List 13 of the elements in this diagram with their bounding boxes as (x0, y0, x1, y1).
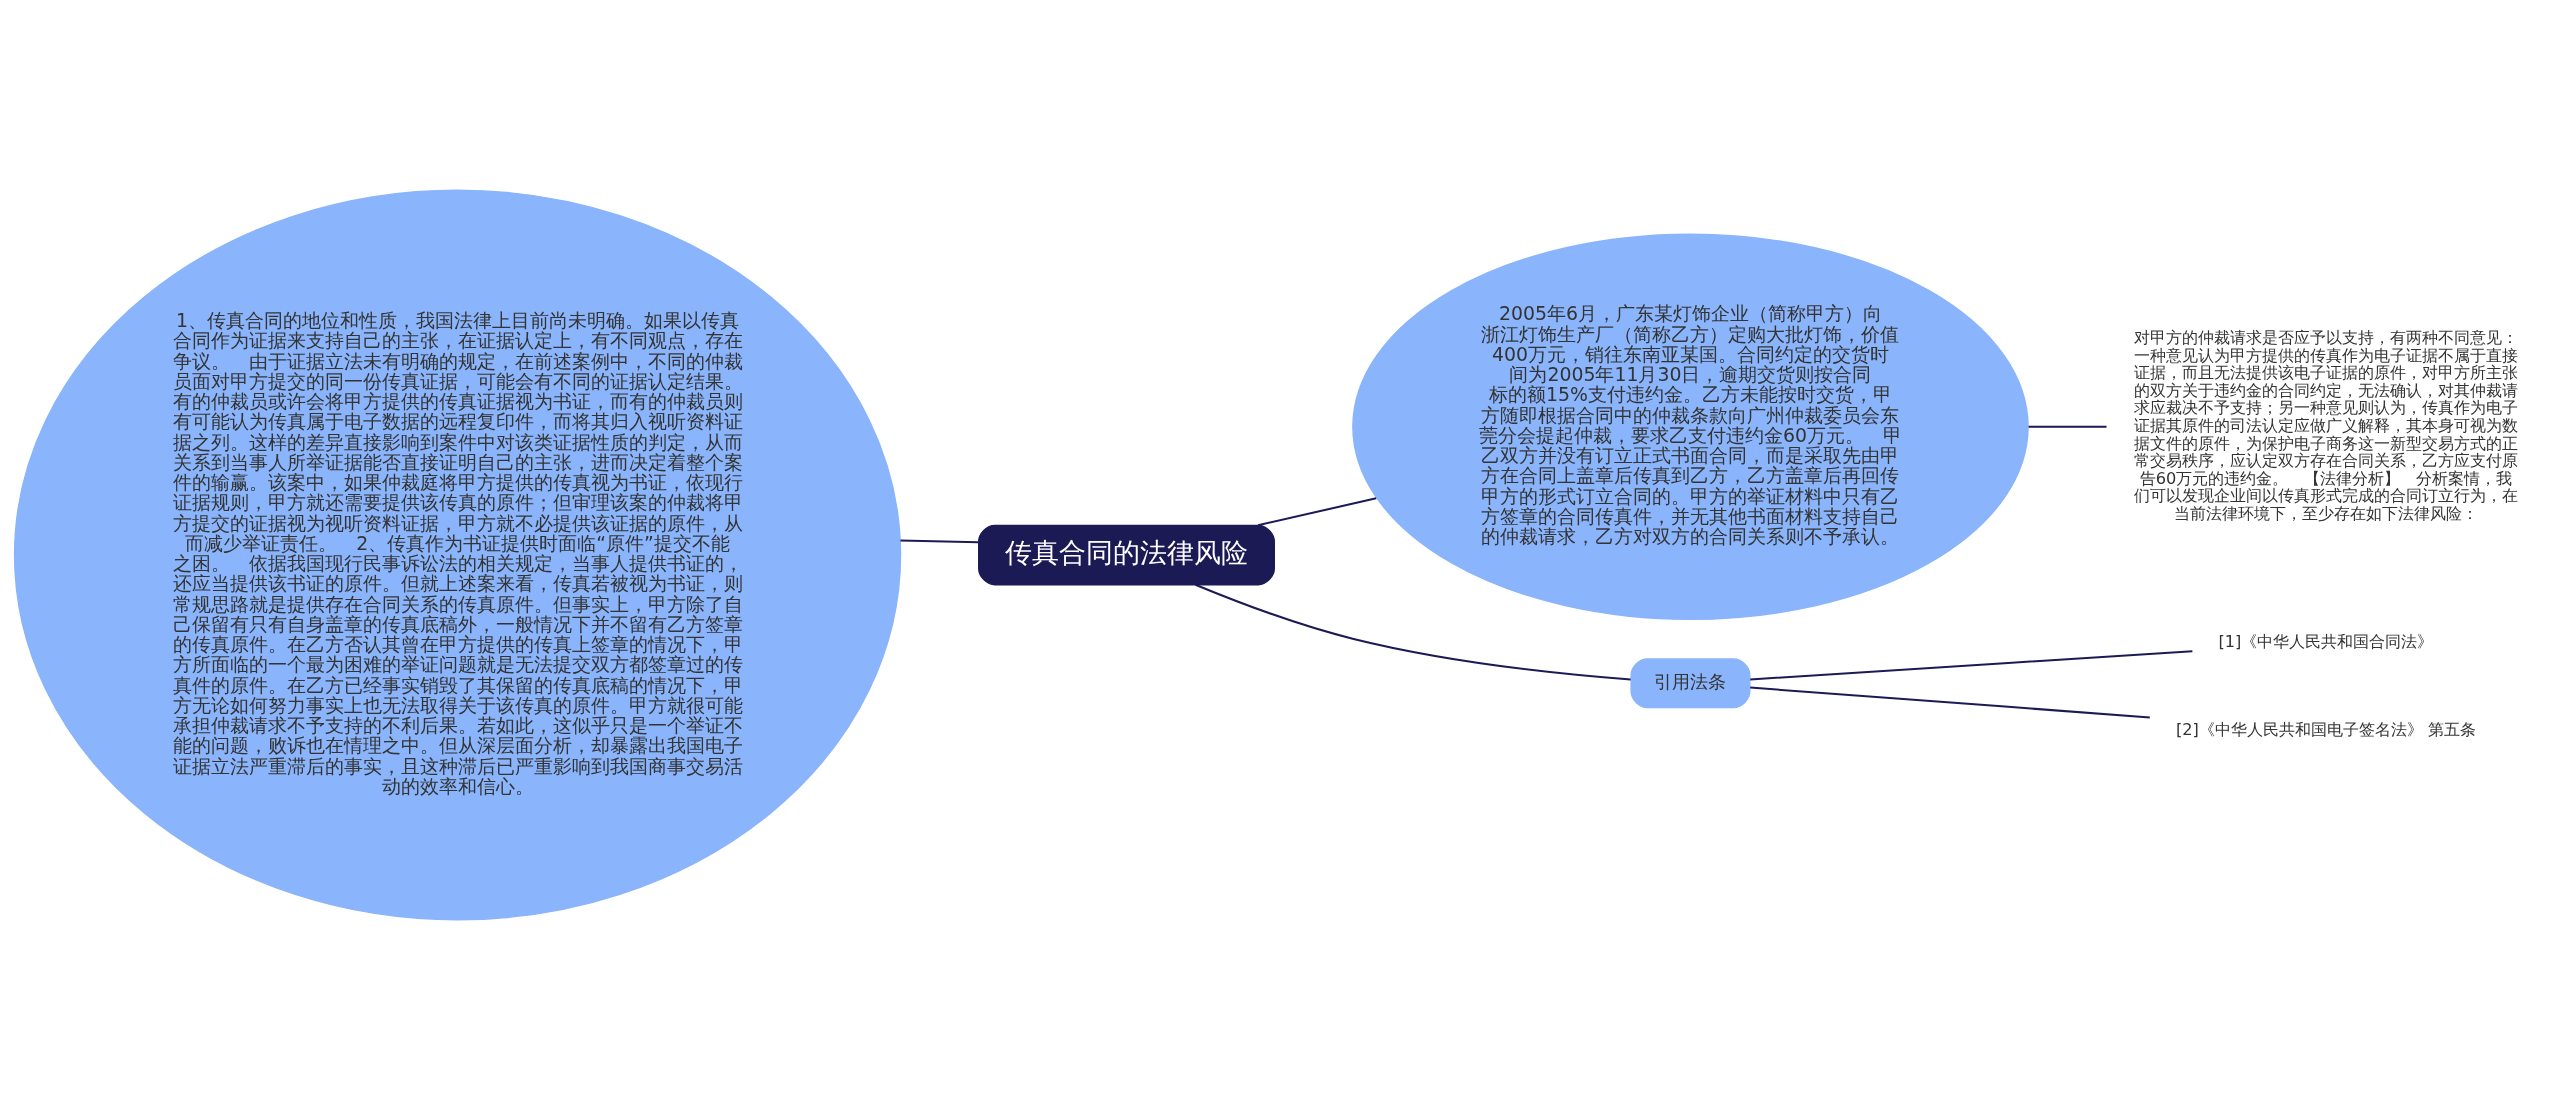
node-ellipse: 2005年6月，广东某灯饰企业（简称甲方）向浙江灯饰生产厂（简称乙方）定购大批灯饰，价值400万元，销往东南亚某国。合同约定的交货时间为2005年11月30日，逾期交货则按合同标的额15%支付违约金。乙方未能按时交货，甲方随即根据合同中的仲裁条款向广州仲裁委员会东莞分会提起仲裁，要求乙支付违约金60万元。 甲乙双方并没有订立正式书面合同，而是采取先由甲方在合同上盖章后传真到乙方，乙方盖章后再回传甲方的形式订立合同的。甲方的举证材料中只有乙方签章的合同传真件，并无其他书面材料支持自己的仲裁请求，乙方对双方的合同关系则不予承认。 (1352, 233, 2029, 621)
connector (1257, 497, 1377, 527)
connector (2028, 425, 2107, 428)
connector (1750, 650, 2193, 681)
node-text: 对甲方的仲裁请求是否应予以支持，有两种不同意见：一种意见认为甲方提供的传真作为电子证据不属于直接证据，而且无法提供该电子证据的原件，对甲方所主张的双方关于违约金的合同约定，无法确认，对其仲裁请求应裁决不予支持；另一种意见则认为，传真作为电子证据其原件的司法认定应做广义解释，其本身可视为数据文件的原件，为保护电子商务这一新型交易方式的正常交易秩序，应认定双方存在合同关系，乙方应支付原告60万元的违约金。 【法律分析】 分析案情，我们可以发现企业间以传真形式完成的合同订立行为，在当前法律环境下，至少存在如下法律风险： (2133, 328, 2518, 523)
node-text: [2]《中华人民共和国电子签名法》 第五条 (2175, 719, 2477, 739)
connector (1750, 686, 2150, 719)
connector (900, 539, 979, 544)
connector (1195, 583, 1631, 681)
node-box: 引用法条 (1630, 658, 1751, 709)
node-ellipse: 1、传真合同的地位和性质，我国法律上目前尚未明确。如果以传真合同作为证据来支持自己的主张，在证据认定上，有不同观点，存在争议。 由于证据立法未有明确的规定，在前述案例中，不同的仲裁员面对甲方提交的同一份传真证据，可能会有不同的证据认定结果。有的仲裁员或许会将甲方提供的传真证据视为书证，而有的仲裁员则有可能认为传真属于电子数据的远程复印件，而将其归入视听资料证据之列。这样的差异直接影响到案件中对该类证据性质的判定，从而关系到当事人所举证据能否直接证明自己的主张，进而决定着整个案件的输赢。该案中，如果仲裁庭将甲方提供的传真视为书证，依现行证据规则，甲方就还需要提供该传真的原件；但审理该案的仲裁将甲方提交的证据视为视听资料证据，甲方就不必提供该证据的原件，从而减少举证责任。 2、传真作为书证提供时面临“原件”提交不能之困。 依据我国现行民事诉讼法的相关规定，当事人提供书证的，还应当提供该书证的原件。但就上述案来看，传真若被视为书证，则常规思路就是提供存在合同关系的传真原件。但事实上，甲方除了自己保留有只有自身盖章的传真底稿外，一般情况下并不留有乙方签章的传真原件。在乙方否认其曾在甲方提供的传真上签章的情况下，甲方所面临的一个最为困难的举证问题就是无法提交双方都签章过的传真件的原件。在乙方已经事实销毁了其保留的传真底稿的情况下，甲方无论如何努力事实上也无法取得关于该传真的原件。甲方就很可能承担仲裁请求不予支持的不利后果。若如此，这似乎只是一个举证不能的问题，败诉也在情理之中。但从深层面分析，却暴露出我国电子证据立法严重滞后的事实，且这种滞后已严重影响到我国商事交易活动的效率和信心。 (13, 189, 902, 921)
node-box: 传真合同的法律风险 (978, 524, 1275, 586)
node-text: [1]《中华人民共和国合同法》 (2218, 631, 2434, 651)
